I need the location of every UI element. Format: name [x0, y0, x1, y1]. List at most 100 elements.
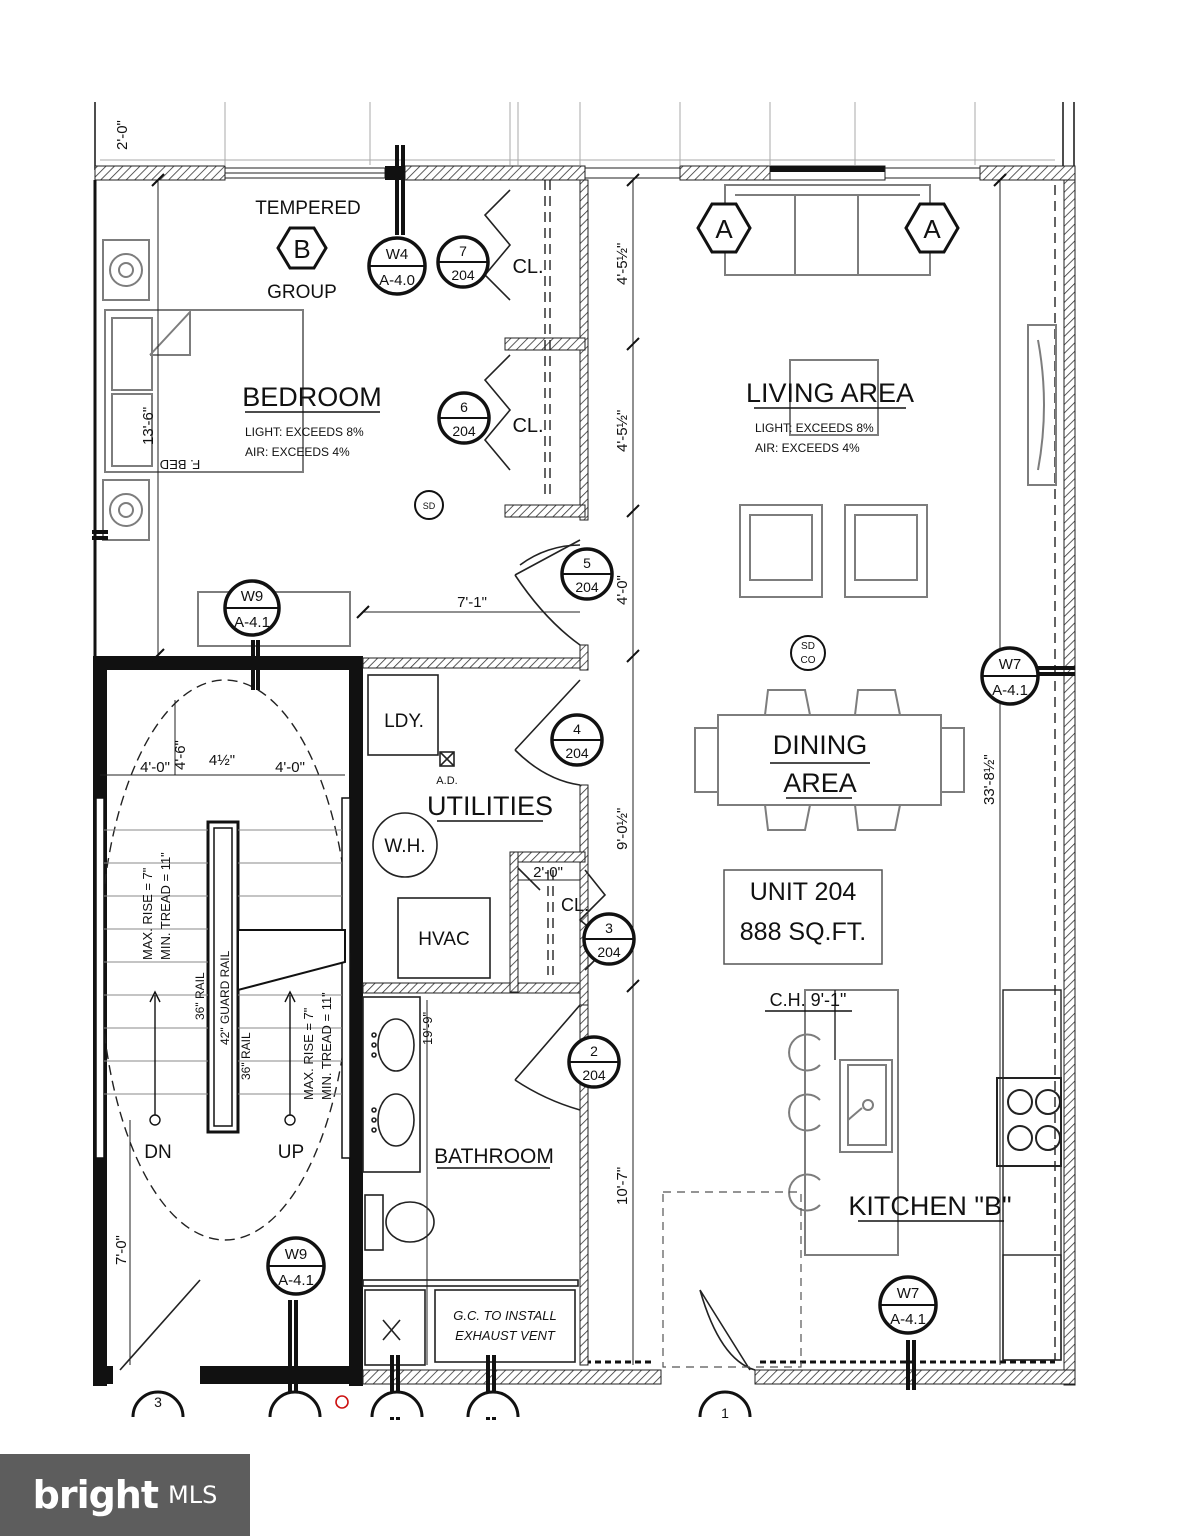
hex-tag-a-left-label: A [715, 214, 733, 244]
utility-fixtures [362, 674, 579, 1366]
dim-stair-7-0: 7'-0" [113, 1235, 130, 1265]
bubble-4-top: 4 [573, 721, 581, 737]
cut-bubble-mid-2 [370, 1390, 424, 1418]
hex-tag-a-left: A [696, 202, 752, 254]
marker-circle [335, 1395, 349, 1409]
cut-bubble-right-label: 1 [721, 1405, 729, 1421]
cut-bubble-left: 3 [131, 1390, 185, 1418]
dim-stair-4-6: 4'-6" [172, 740, 189, 770]
room-dining-line2: AREA [783, 768, 857, 798]
dim-closet-2-0: 2'-0" [533, 864, 563, 881]
bubble-6: 6 204 [437, 391, 491, 445]
bubble-w9-bottom: W9 A-4.1 [266, 1236, 326, 1296]
section-cut-lines [92, 145, 1075, 1420]
cut-bubble-mid [268, 1390, 322, 1418]
bubble-w7-top: W7 A-4.1 [980, 646, 1040, 706]
stair-tread-right: MIN. TREAD = 11" [319, 992, 334, 1100]
bubble-w4: W4 A-4.0 [367, 236, 427, 296]
bubble-w7-bottom-top: W7 [897, 1285, 920, 1302]
bottom-wall [362, 1360, 1076, 1385]
bubble-6-bottom: 204 [452, 423, 476, 439]
room-water-heater: W.H. [384, 836, 425, 857]
bubble-w9-top-top: W9 [241, 588, 264, 605]
room-dining-line1: DINING [773, 730, 868, 760]
dim-bath-19-9: 19'-9" [420, 1011, 435, 1045]
ad-note: A.D. [436, 775, 457, 787]
dim-utilities-9-0: 9'-0½" [614, 808, 631, 850]
bubble-3-bottom: 204 [597, 944, 621, 960]
dimension-lines [100, 180, 1001, 1365]
cut-bubble-left-label: 3 [154, 1394, 162, 1410]
stair-rail-left: 36" RAIL [193, 972, 207, 1020]
exhaust-note-1: G.C. TO INSTALL [453, 1308, 557, 1323]
brand-logo: bright MLS [0, 1454, 250, 1536]
bedroom-furniture [102, 239, 351, 647]
room-closet-2: CL. [512, 415, 543, 437]
bubble-5-top: 5 [583, 555, 591, 571]
smoke-co-label-2: CO [801, 655, 816, 666]
room-kitchen: KITCHEN "B" [848, 1191, 1011, 1221]
right-wall [1063, 179, 1076, 1386]
stair-down: DN [144, 1142, 171, 1163]
room-bathroom: BATHROOM [434, 1145, 554, 1168]
bubble-2: 2 204 [567, 1035, 621, 1089]
room-utilities: UTILITIES [427, 791, 553, 821]
bubble-w9-bottom-bottom: A-4.1 [278, 1272, 314, 1289]
living-furniture [694, 184, 1057, 831]
tempered-note: TEMPERED [255, 198, 361, 219]
stairs [95, 679, 351, 1241]
dim-stair-4-0-left: 4'-0" [140, 759, 170, 776]
partitions [362, 179, 589, 1366]
bubble-w4-top: W4 [386, 246, 409, 263]
bubble-2-top: 2 [590, 1043, 598, 1059]
hex-tag-b: B [276, 226, 328, 270]
exhaust-note-2: EXHAUST VENT [455, 1328, 556, 1343]
room-closet-1: CL. [512, 256, 543, 278]
living-light-note: LIGHT: EXCEEDS 8% [755, 421, 874, 435]
group-note: GROUP [267, 282, 337, 303]
bubble-w9-top-bottom: A-4.1 [234, 614, 270, 631]
ceiling-height-note: C.H. 9'-1" [770, 990, 847, 1010]
bubble-7: 7 204 [436, 235, 490, 289]
bubble-4-bottom: 204 [565, 745, 589, 761]
smoke-co-label-1: SD [801, 641, 815, 652]
room-living-area: LIVING AREA [746, 378, 914, 408]
dim-stair-4-half: 4½" [209, 752, 235, 769]
room-closet-3: CL. [561, 895, 589, 915]
stair-guard-rail: 42" GUARD RAIL [218, 950, 232, 1045]
stair-rise-left: MAX. RISE = 7" [140, 867, 155, 960]
smoke-detector-label: SD [423, 501, 436, 511]
bubble-w7-top-bottom: A-4.1 [992, 682, 1028, 699]
dim-bed-13-6: 13'-6" [140, 407, 157, 445]
bubble-3-top: 3 [605, 920, 613, 936]
bubble-w9-top: W9 A-4.1 [223, 579, 281, 637]
cut-bubble-mid-3 [466, 1390, 520, 1418]
room-bedroom: BEDROOM [242, 382, 382, 412]
smoke-detector-bedroom: SD [414, 490, 444, 520]
bubble-3: 3 204 [582, 912, 636, 966]
dim-overall-33-8: 33'-8½" [981, 754, 998, 805]
bubble-5: 5 204 [560, 547, 614, 601]
stair-tread-left: MIN. TREAD = 11" [158, 852, 173, 960]
stair-rail-right: 36" RAIL [239, 1032, 253, 1080]
dim-bath-10-7: 10'-7" [614, 1167, 631, 1205]
hex-tag-b-label: B [293, 234, 310, 264]
bubble-7-top: 7 [459, 243, 467, 259]
bubble-w7-bottom: W7 A-4.1 [878, 1275, 938, 1335]
kitchen-fixtures [662, 989, 1062, 1368]
unit-area: 888 SQ.FT. [740, 918, 866, 946]
bedroom-air-note: AIR: EXCEEDS 4% [245, 445, 350, 459]
hex-tag-a-right: A [904, 202, 960, 254]
dim-door-4-0: 4'-0" [614, 575, 631, 605]
living-air-note: AIR: EXCEEDS 4% [755, 441, 860, 455]
bubble-w4-bottom: A-4.0 [379, 272, 415, 289]
bed-note: F. BED [160, 457, 200, 472]
dimension-ticks [151, 173, 1007, 993]
top-wall [94, 165, 1076, 181]
dim-stair-4-0-right: 4'-0" [275, 759, 305, 776]
bubble-2-bottom: 204 [582, 1067, 606, 1083]
bubble-7-bottom: 204 [451, 267, 475, 283]
smoke-co-detector: SD CO [790, 635, 826, 671]
dim-closet-4-5-a: 4'-5½" [614, 243, 631, 285]
